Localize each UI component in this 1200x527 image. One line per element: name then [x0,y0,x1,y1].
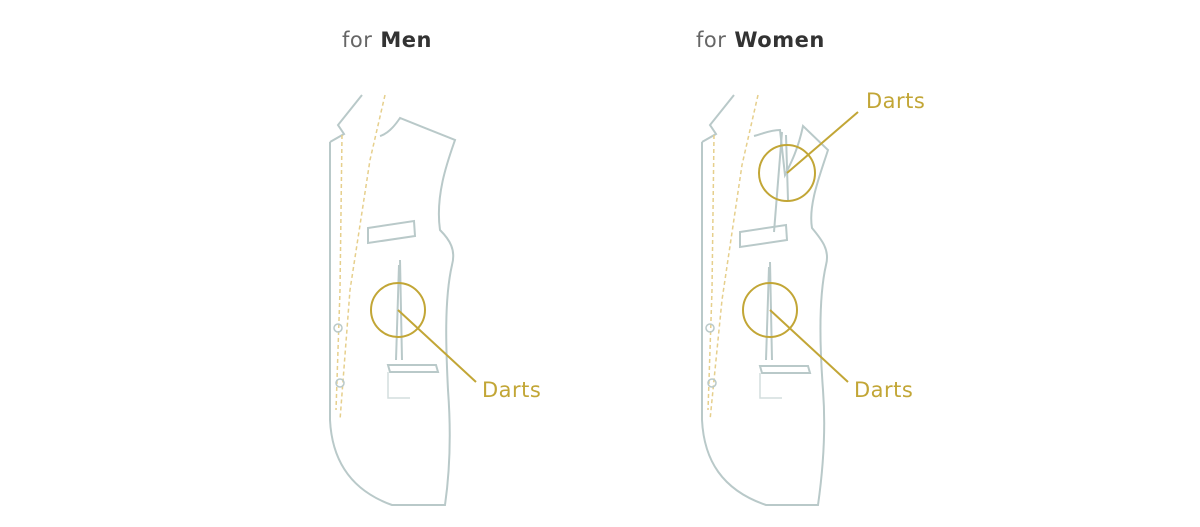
women-lower-dart-highlight [742,282,798,338]
women-title-prefix: for [696,28,727,52]
men-lower-pocket [386,364,440,373]
women-button-1 [705,323,715,333]
men-dart [395,259,403,361]
men-title-bold: Men [380,28,432,52]
women-lower-pocket [758,365,812,374]
men-jacket-diagram [329,94,477,506]
women-lower-dart-pointer [769,309,849,383]
women-collar [701,94,735,143]
women-title: for Women [696,28,825,52]
men-dart-label: Darts [482,378,542,402]
men-title: for Men [342,28,432,52]
women-jacket-outline [701,124,830,506]
men-lapel-dash-1 [339,94,386,421]
women-breast-pocket [739,223,789,249]
men-jacket-outline [329,116,457,506]
men-breast-pocket [367,219,417,245]
women-upper-dart-highlight [758,144,816,202]
men-lapel-dash-2 [335,134,343,411]
women-jacket-diagram [701,94,859,506]
women-lapel-dash-1 [709,94,759,421]
men-dart-highlight [370,282,426,338]
women-lower-dart-label: Darts [854,378,914,402]
men-panel: for Men Darts [300,0,580,527]
women-upper-dart-label: Darts [866,89,926,113]
men-button-2 [335,378,345,388]
women-title-bold: Women [734,28,825,52]
women-button-2 [707,378,717,388]
men-button-1 [333,323,343,333]
women-panel: for Women Darts Darts [670,0,970,527]
women-lapel-dash-2 [707,134,715,411]
men-lower-pocket-flap [387,372,410,399]
men-collar [329,94,363,143]
men-dart-pointer [397,309,477,383]
women-lower-pocket-flap [759,373,782,399]
women-upper-dart-pointer [786,111,859,174]
men-title-prefix: for [342,28,373,52]
